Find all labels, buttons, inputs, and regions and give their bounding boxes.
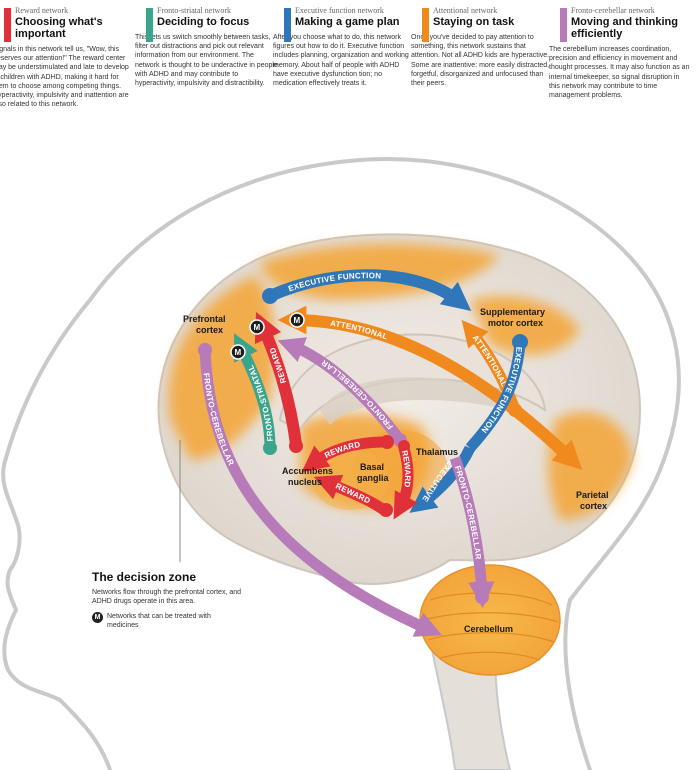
decision-zone-note: The decision zone Networks flow through … bbox=[92, 570, 242, 630]
head-silhouette bbox=[1, 157, 681, 770]
attentional-network-name: Attentional network bbox=[433, 6, 498, 15]
attentional-title: Staying on task bbox=[433, 16, 515, 28]
reward-title: Choosing what's important bbox=[15, 16, 103, 40]
medicine-key: M Networks that can be treated with medi… bbox=[92, 612, 242, 630]
fronto-striatal-network-name: Fronto-striatal network bbox=[157, 6, 231, 15]
legend-executive: Executive function network Making a game… bbox=[273, 6, 416, 88]
medicine-badge-attentional: M bbox=[289, 312, 305, 328]
medicine-badge-fronto-striatal: M bbox=[230, 344, 246, 360]
legend-reward: Reward network Choosing what's important… bbox=[0, 6, 136, 109]
prefrontal-label-1: Prefrontal bbox=[183, 314, 226, 324]
executive-swatch bbox=[284, 8, 291, 42]
attentional-body: Once you've decided to pay attention to … bbox=[411, 34, 550, 88]
supplementary-label-1: Supplementary bbox=[480, 307, 545, 317]
svg-text:M: M bbox=[294, 316, 301, 325]
thalamus-label: Thalamus bbox=[416, 447, 458, 457]
prefrontal-label-2: cortex bbox=[196, 325, 223, 335]
basal-label-1: Basal bbox=[360, 462, 384, 472]
basal-label-2: ganglia bbox=[357, 473, 389, 483]
fronto-cerebellar-title: Moving and thinking efficiently bbox=[571, 16, 678, 40]
fronto-striatal-body: This lets us switch smoothly between tas… bbox=[135, 34, 278, 88]
accumbens-label-2: nucleus bbox=[288, 477, 322, 487]
decision-zone-body: Networks flow through the prefrontal cor… bbox=[92, 589, 242, 605]
legend-attentional: Attentional network Staying on task Once… bbox=[411, 6, 554, 88]
executive-network-name: Executive function network bbox=[295, 6, 384, 15]
fronto-striatal-title: Deciding to focus bbox=[157, 16, 250, 28]
svg-text:M: M bbox=[235, 348, 242, 357]
fronto-cerebellar-network-name: Fronto-cerebellar network bbox=[571, 6, 655, 15]
attentional-swatch bbox=[422, 8, 429, 42]
supplementary-label-2: motor cortex bbox=[488, 318, 543, 328]
accumbens-label-1: Accumbens bbox=[282, 466, 333, 476]
legend-fronto-striatal: Fronto-striatal network Deciding to focu… bbox=[135, 6, 278, 88]
parietal-label-1: Parietal bbox=[576, 490, 609, 500]
medicine-key-text: Networks that can be treated with medici… bbox=[107, 613, 211, 629]
fronto-cerebellar-swatch bbox=[560, 8, 567, 42]
fronto-cerebellar-body: The cerebellum increases coordination, p… bbox=[549, 46, 690, 100]
reward-body: Signals in this network tell us, "Wow, t… bbox=[0, 46, 129, 109]
reward-arrow-right: REWARD bbox=[398, 440, 412, 508]
fronto-striatal-swatch bbox=[146, 8, 153, 42]
ventricle bbox=[320, 377, 515, 425]
legend-fronto-cerebellar: Fronto-cerebellar network Moving and thi… bbox=[549, 6, 692, 100]
decision-zone-title: The decision zone bbox=[92, 570, 197, 584]
medicine-badge-reward: M bbox=[249, 319, 265, 335]
executive-title: Making a game plan bbox=[295, 16, 400, 28]
parietal-label-2: cortex bbox=[580, 501, 607, 511]
executive-body: After you choose what to do, this networ… bbox=[273, 34, 409, 88]
cerebellum-label: Cerebellum bbox=[464, 624, 513, 634]
medicine-badge-icon: M bbox=[92, 612, 103, 623]
cerebellum-region bbox=[419, 564, 561, 676]
reward-network-name: Reward network bbox=[15, 6, 69, 15]
reward-swatch bbox=[4, 8, 11, 42]
network-legend: Reward network Choosing what's important… bbox=[0, 0, 700, 150]
svg-text:M: M bbox=[254, 323, 261, 332]
